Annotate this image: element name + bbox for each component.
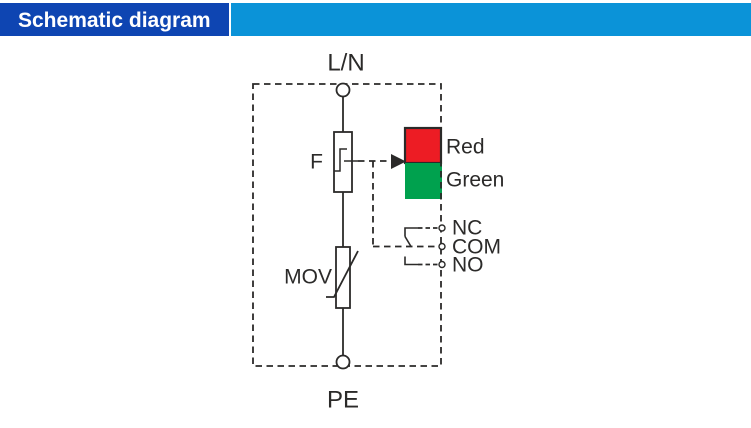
green-indicator-label: Green bbox=[446, 169, 504, 192]
indicator-arrow-icon bbox=[391, 154, 406, 169]
schematic-lines bbox=[252, 82, 446, 370]
pe-label: PE bbox=[327, 387, 359, 414]
nc-terminal-circle bbox=[438, 224, 446, 232]
fuse-body bbox=[333, 131, 353, 193]
nc-label: NC bbox=[452, 217, 482, 240]
pe-terminal-circle bbox=[335, 354, 351, 370]
varistor-slash bbox=[326, 250, 359, 298]
header-dark-bar bbox=[0, 3, 229, 36]
red-indicator-box bbox=[403, 126, 443, 165]
mov-body bbox=[335, 246, 351, 309]
no-terminal-circle bbox=[438, 260, 446, 269]
mov-label: MOV bbox=[284, 266, 332, 289]
schematic-labels: L/N PE F MOV Red Green NC COM NO bbox=[284, 50, 504, 414]
spd-module-dashed-outline bbox=[252, 83, 442, 367]
page-title: Schematic diagram bbox=[18, 9, 211, 32]
com-label: COM bbox=[452, 236, 501, 259]
nc-fixed-contact bbox=[404, 227, 418, 237]
line-neutral-terminal-circle bbox=[335, 82, 351, 98]
no-label: NO bbox=[452, 254, 484, 277]
thermal-disconnect-symbol bbox=[334, 148, 347, 172]
red-indicator-label: Red bbox=[446, 136, 485, 159]
green-indicator-box bbox=[405, 163, 442, 199]
moving-contact-arm bbox=[404, 236, 412, 247]
header-light-bar bbox=[231, 3, 751, 36]
line-neutral-label: L/N bbox=[327, 50, 364, 77]
com-terminal-circle bbox=[438, 242, 446, 251]
fuse-label: F bbox=[310, 151, 323, 174]
no-fixed-contact bbox=[404, 256, 418, 266]
